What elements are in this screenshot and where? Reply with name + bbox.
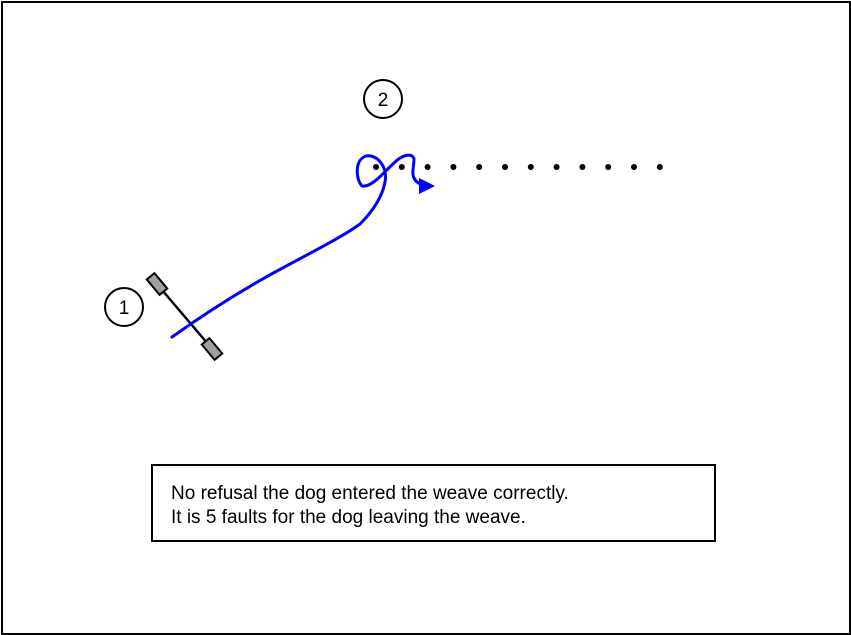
weave-pole: [476, 164, 483, 170]
obstacle-1-number: 1: [119, 298, 130, 319]
weave-poles: [373, 164, 663, 170]
dog-path-line: [170, 153, 422, 339]
dog-path: [170, 153, 435, 339]
jump-obstacle: [145, 271, 224, 362]
obstacle-2-marker: 2: [363, 79, 403, 119]
weave-pole: [553, 164, 560, 170]
weave-pole: [398, 164, 405, 170]
weave-pole: [579, 164, 586, 170]
obstacle-1-marker: 1: [104, 287, 144, 327]
obstacle-2-number: 2: [378, 90, 389, 111]
weave-pole: [656, 164, 663, 170]
jump-wing-top: [145, 271, 169, 297]
weave-pole: [527, 164, 534, 170]
ruling-note-line-1: No refusal the dog entered the weave cor…: [171, 483, 569, 504]
weave-pole: [373, 164, 379, 170]
weave-pole: [631, 164, 637, 170]
ruling-note-line-2: It is 5 faults for the dog leaving the w…: [171, 507, 526, 528]
ruling-note-box: No refusal the dog entered the weave cor…: [151, 464, 716, 542]
weave-pole: [605, 164, 612, 170]
dog-path-arrowhead: [419, 178, 435, 194]
weave-pole: [424, 164, 431, 170]
weave-pole: [450, 164, 457, 170]
jump-wing-bottom: [200, 336, 224, 362]
weave-pole: [502, 164, 508, 170]
